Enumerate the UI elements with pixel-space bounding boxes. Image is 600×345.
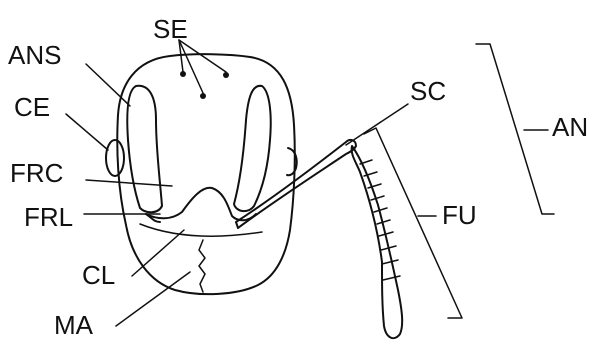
cl-leader <box>132 230 184 276</box>
label-an: AN <box>552 112 588 142</box>
antenna-funiculus <box>352 146 403 338</box>
brackets <box>364 44 554 318</box>
ans-leader <box>86 64 130 106</box>
label-se: SE <box>153 14 188 44</box>
label-ma: MA <box>54 310 94 340</box>
label-frc: FRC <box>10 158 63 188</box>
label-ce: CE <box>14 92 50 122</box>
ce-leader <box>66 114 108 150</box>
sc-leader <box>346 104 408 145</box>
label-ans: ANS <box>8 40 61 70</box>
label-fu: FU <box>442 200 477 230</box>
label-sc: SC <box>410 76 446 106</box>
leader-lines <box>66 64 548 326</box>
label-cl: CL <box>82 260 115 290</box>
labels: SE ANS CE FRC FRL CL MA SC AN FU <box>8 14 588 340</box>
head-capsule <box>117 54 295 294</box>
ma-leader <box>116 272 190 326</box>
setae <box>179 40 229 99</box>
label-frl: FRL <box>24 202 73 232</box>
an-bracket <box>476 44 554 214</box>
